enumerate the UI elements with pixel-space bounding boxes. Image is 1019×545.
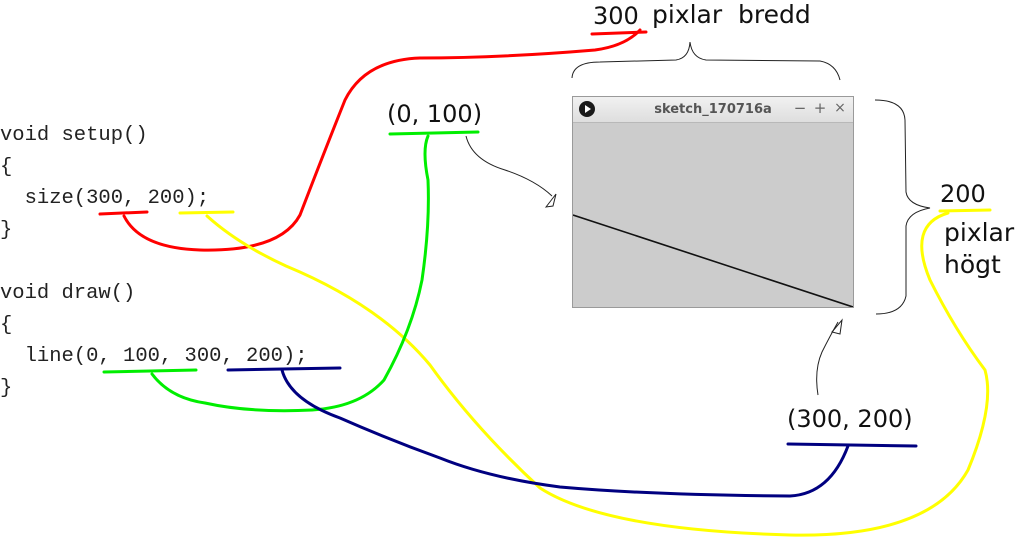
- start-point-arrowhead: [544, 193, 557, 208]
- width-value-underline: [590, 30, 648, 36]
- code-line: void draw(): [0, 281, 136, 305]
- start-point-label: (0, 100): [387, 100, 483, 128]
- end-point-underline: [786, 442, 918, 448]
- end-point-label: (300, 200): [787, 405, 913, 433]
- start-arg-underline: [102, 368, 198, 374]
- close-button[interactable]: ×: [834, 100, 846, 116]
- start-connector: [150, 134, 430, 413]
- code-line: }: [0, 376, 13, 400]
- code-line: {: [0, 155, 13, 179]
- height-value-label: 200: [940, 180, 986, 208]
- code-line: void setup(): [0, 124, 148, 147]
- code-line: [0, 246, 308, 278]
- start-point-underline: [388, 130, 480, 136]
- play-icon: [579, 101, 595, 117]
- height-connector: [205, 211, 990, 537]
- window-titlebar[interactable]: sketch_170716a − + ×: [573, 97, 853, 123]
- code-block: void setup() { size(300, 200); } void dr…: [0, 120, 308, 404]
- start-point-arrow: [465, 135, 553, 197]
- maximize-button[interactable]: +: [813, 99, 827, 117]
- code-line: {: [0, 313, 13, 337]
- width-text-label: pixlar bredd: [652, 0, 811, 29]
- window-title: sketch_170716a: [654, 102, 772, 117]
- height-value-underline: [938, 208, 992, 213]
- sketch-canvas: [573, 214, 853, 307]
- width-connector: [122, 28, 642, 252]
- width-brace: [571, 41, 841, 81]
- drawn-line: [573, 214, 853, 307]
- height-text-label: pixlar: [944, 218, 1015, 247]
- minimize-button[interactable]: −: [793, 99, 807, 117]
- code-line: line(0, 100, 300, 200);: [0, 345, 308, 369]
- width-value-label: 300: [593, 2, 639, 30]
- width-arg-underline: [98, 210, 149, 216]
- code-line: size(300, 200);: [0, 187, 210, 211]
- end-point-arrowhead: [831, 318, 843, 335]
- end-arg-underline: [226, 366, 342, 372]
- height-text-label-2: högt: [944, 250, 1001, 279]
- code-line: }: [0, 218, 13, 242]
- height-arg-underline: [178, 210, 235, 215]
- height-brace: [874, 99, 931, 315]
- sketch-window: sketch_170716a − + ×: [572, 96, 854, 308]
- end-connector: [280, 368, 850, 498]
